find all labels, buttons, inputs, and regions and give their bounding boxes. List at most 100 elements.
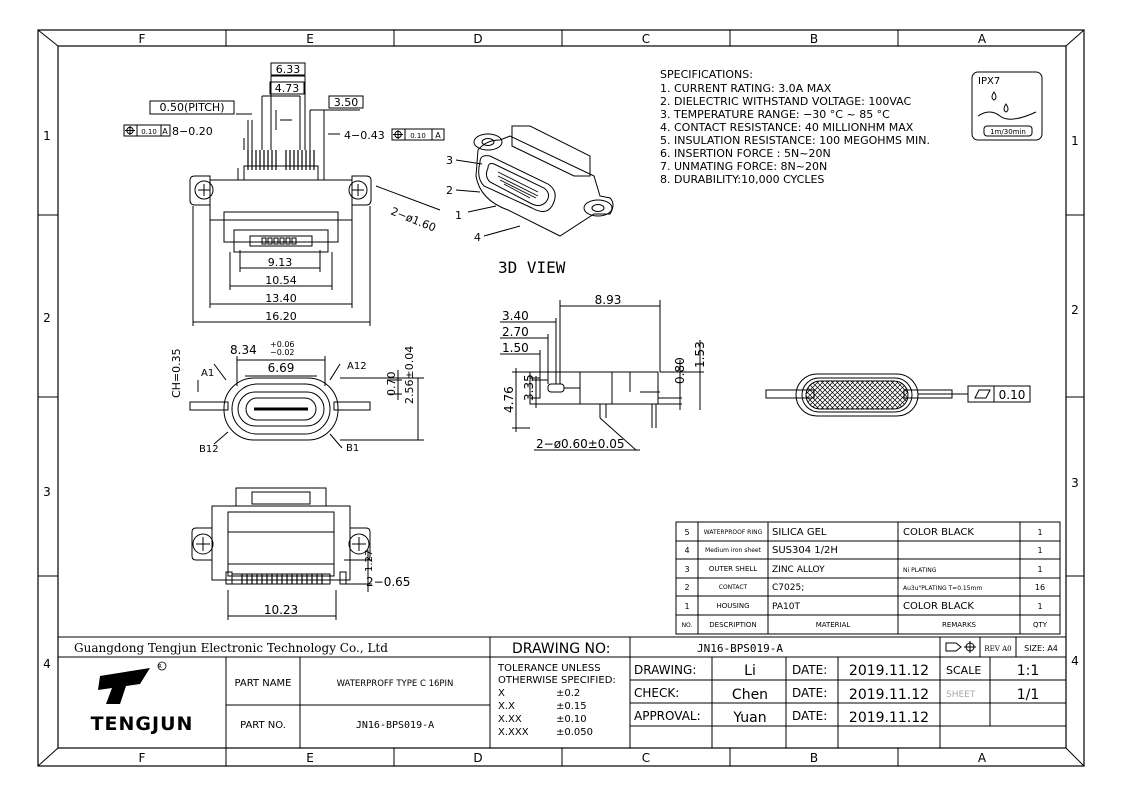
tol-frame-b	[391, 128, 445, 141]
dim-0-70: 0.70	[385, 372, 398, 397]
zone-left-2: 2	[43, 311, 51, 325]
svg-text:R: R	[158, 664, 162, 670]
zone-right-3: 3	[1071, 476, 1079, 490]
logo-mark	[98, 668, 150, 704]
dim-0-65: 2−0.65	[366, 575, 410, 589]
tol-key: X.XX	[498, 714, 522, 725]
flatness-frame	[967, 385, 1031, 403]
top-view	[189, 75, 441, 326]
bom-desc: CONTACT	[719, 584, 748, 591]
bom-header-desc: DESCRIPTION	[709, 621, 756, 629]
drawing-no: JN16-BPS019-A	[697, 642, 783, 655]
part-no: JN16-BPS019-A	[356, 720, 434, 731]
bom-no: 3	[684, 565, 689, 574]
scale-label: SCALE	[946, 664, 981, 677]
zone-bottom-a: A	[978, 751, 987, 765]
flatness-icon	[974, 389, 991, 399]
scale: 1:1	[1017, 663, 1040, 679]
front-view	[189, 356, 424, 449]
specifications: SPECIFICATIONS: 1. CURRENT RATING: 3.0A …	[660, 68, 930, 186]
dim-16-20: 16.20	[265, 310, 297, 323]
zone-left-4: 4	[43, 657, 51, 671]
bom-qty: 16	[1035, 583, 1045, 592]
bom-material: SUS304 1/2H	[772, 545, 838, 556]
bom-desc: OUTER SHELL	[709, 565, 757, 573]
spec-item: 8. DURABILITY:10,000 CYCLES	[660, 173, 824, 186]
dim-6-69: 6.69	[268, 361, 295, 375]
bom-no: 5	[684, 528, 689, 537]
bom-rows: 5 WATERPROOF RING SILICA GEL COLOR BLACK…	[682, 527, 1048, 629]
approval-date: 2019.11.12	[849, 710, 929, 726]
water-drop-icon	[1003, 103, 1009, 113]
bom-remarks: COLOR BLACK	[903, 601, 974, 612]
callout-1: 1	[455, 209, 462, 222]
side-view	[500, 300, 704, 451]
zone-bottom-d: D	[473, 751, 482, 765]
bom-desc: HOUSING	[716, 602, 749, 610]
bom-material: C7025;	[772, 583, 804, 593]
tol-val: ±0.10	[556, 714, 587, 725]
check-by: Chen	[732, 687, 768, 703]
tol-val: ±0.15	[556, 701, 587, 712]
dim-8-34-tol-up: +0.06	[270, 340, 295, 349]
dim-box-pitch	[149, 100, 235, 115]
corner-mark	[1065, 747, 1085, 767]
spec-item: 7. UNMATING FORCE: 8N~20N	[660, 160, 827, 173]
ipx-sub: 1m/30min	[990, 128, 1026, 136]
spec-title: SPECIFICATIONS:	[660, 68, 753, 81]
dim-9-13: 9.13	[268, 256, 293, 269]
pin-b12: B12	[199, 444, 219, 455]
tol-key: X	[498, 688, 505, 699]
bom-qty: 1	[1037, 528, 1042, 537]
bom-qty: 1	[1037, 565, 1042, 574]
zone-bottom-b: B	[810, 751, 818, 765]
check-date: 2019.11.12	[849, 687, 929, 703]
dim-2-70: 2.70	[502, 325, 529, 339]
dim-hole: 2−ø1.60	[389, 205, 438, 235]
dim-4-76: 4.76	[502, 386, 516, 413]
callout-4: 4	[474, 231, 481, 244]
bom-qty: 1	[1037, 602, 1042, 611]
ipx-badge: IPX7 1m/30min	[971, 71, 1043, 141]
dim-side-pins: 2−ø0.60±0.05	[536, 437, 625, 451]
zone-top-f: F	[139, 32, 146, 46]
dim-box-4-73	[269, 81, 305, 95]
callout-2: 2	[446, 184, 453, 197]
dim-1-27: 1.27	[364, 550, 375, 572]
pin-b1: B1	[346, 443, 359, 454]
zone-top-b: B	[810, 32, 818, 46]
dim-8-34-tol-dn: −0.02	[270, 348, 295, 357]
bom-header-no: NO.	[682, 622, 693, 629]
signoff-block: DRAWING: Li DATE: 2019.11.12 SCALE 1:1 C…	[634, 663, 1039, 726]
dim-10-23: 10.23	[264, 603, 298, 617]
dim-8-93: 8.93	[595, 293, 622, 307]
bom-desc: Medium iron sheet	[705, 547, 762, 554]
ipx-label: IPX7	[978, 76, 1000, 87]
bom-desc: WATERPROOF RING	[704, 529, 763, 536]
spec-item: 3. TEMPERATURE RANGE: −30 °C ~ 85 °C	[660, 108, 890, 121]
bom-no: 1	[684, 602, 689, 611]
bom-header-remarks: REMARKS	[942, 621, 977, 629]
tolerance-block: TOLERANCE UNLESS OTHERWISE SPECIFIED: X …	[497, 663, 616, 738]
dim-10-54: 10.54	[265, 274, 297, 287]
dim-ch: CH=0.35	[170, 348, 183, 398]
date-label: DATE:	[792, 686, 827, 700]
bom-material: PA10T	[772, 602, 800, 612]
corner-mark	[1065, 29, 1085, 47]
bom-remarks: Au3u"PLATING T=0.15mm	[903, 585, 982, 592]
zone-bottom-c: C	[642, 751, 650, 765]
corner-mark	[37, 747, 59, 767]
dim-pin-8: 8−0.20	[172, 125, 213, 138]
dim-box-6-33	[270, 62, 306, 76]
sheet-label: SHEET	[946, 690, 976, 700]
zone-top-d: D	[473, 32, 482, 46]
logo-text: TENGJUN	[91, 713, 194, 735]
check-label: CHECK:	[634, 686, 679, 700]
bom-no: 2	[684, 583, 689, 592]
outer-frame	[37, 29, 1085, 767]
bottom-view	[191, 487, 372, 620]
dim-1-53: 1.53	[693, 341, 707, 368]
dim-6-33: 6.33	[276, 63, 301, 76]
corner-mark	[37, 29, 59, 47]
